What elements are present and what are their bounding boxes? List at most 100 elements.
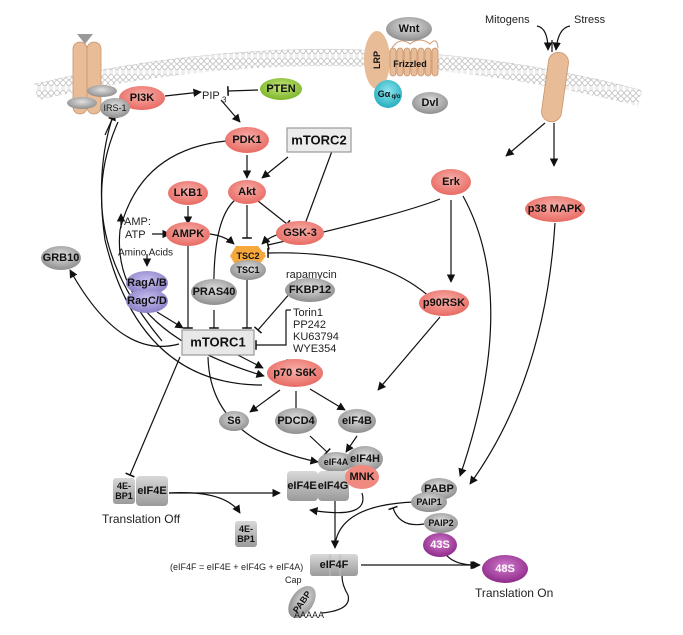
label-frizzled: Frizzled — [393, 59, 427, 69]
label-pi3k: PI3K — [130, 92, 155, 104]
svg-text:eIF4E: eIF4E — [287, 480, 316, 492]
svg-text:TSC2: TSC2 — [236, 251, 259, 261]
label-eif4f-formula: (eIF4F = eIF4E + eIF4G + eIF4A) — [170, 562, 303, 572]
pathway-edges — [69, 25, 571, 614]
svg-text:TSC1: TSC1 — [236, 265, 259, 275]
svg-text:ATP: ATP — [125, 229, 146, 241]
svg-text:S6: S6 — [227, 415, 240, 427]
label-rapamycin: rapamycin — [286, 269, 337, 281]
wnt-frizzled-complex: LRP Frizzled — [364, 31, 439, 89]
node-pabp-mrna[interactable]: PABP — [283, 581, 322, 623]
stress-receptor: Mitogens Stress — [485, 14, 606, 123]
node-eif4g[interactable]: eIF4G — [318, 471, 349, 501]
node-paip2[interactable]: PAIP2 — [424, 513, 458, 533]
node-dvl[interactable]: Dvl — [412, 92, 448, 114]
node-4ebp1-bound[interactable]: 4E- BP1 — [113, 478, 135, 504]
svg-text:PDK1: PDK1 — [232, 134, 261, 146]
node-eif4h[interactable]: eIF4H — [347, 446, 383, 472]
node-p38-mapk[interactable]: p38 MAPK — [525, 196, 585, 222]
node-eif4e-bound[interactable]: eIF4E — [136, 476, 168, 506]
node-akt[interactable]: Akt — [228, 180, 266, 204]
node-gsk3[interactable]: GSK-3 — [276, 221, 324, 245]
svg-text:PDCD4: PDCD4 — [277, 415, 315, 427]
node-pi3k[interactable]: PI3K — [119, 86, 165, 110]
svg-text:p90RSK: p90RSK — [423, 297, 465, 309]
node-mtorc1[interactable]: mTORC1 — [181, 329, 255, 356]
inhibitor-ku63794: KU63794 — [293, 331, 339, 343]
inhibitor-pp242: PP242 — [293, 319, 326, 331]
ligand-triangle-icon — [77, 34, 93, 44]
node-4ebp1-free[interactable]: 4E- BP1 — [235, 521, 257, 547]
svg-text:eIF4B: eIF4B — [342, 415, 372, 427]
svg-text:p38 MAPK: p38 MAPK — [528, 203, 582, 215]
svg-text:Akt: Akt — [238, 186, 256, 198]
svg-text:eIF4E: eIF4E — [137, 485, 166, 497]
label-mitogens: Mitogens — [485, 14, 530, 26]
svg-text:eIF4F: eIF4F — [320, 559, 349, 571]
svg-text:eIF4G: eIF4G — [318, 480, 349, 492]
node-eif4a[interactable]: eIF4A — [318, 452, 354, 472]
label-amino-acids: Amino Acids — [118, 248, 173, 259]
svg-text:p70 S6K: p70 S6K — [273, 367, 316, 379]
node-irs1[interactable]: IRS-1 — [100, 98, 130, 118]
node-tsc2[interactable]: TSC2 — [230, 246, 266, 266]
svg-text:Dvl: Dvl — [421, 97, 438, 109]
svg-text:Wnt: Wnt — [399, 23, 420, 35]
svg-text:43S: 43S — [430, 539, 450, 551]
svg-text:Gα: Gα — [378, 89, 391, 99]
label-cap: Cap — [285, 575, 302, 585]
svg-text:BP1: BP1 — [237, 534, 255, 544]
node-pdk1[interactable]: PDK1 — [225, 127, 269, 153]
label-lrp: LRP — [372, 51, 382, 69]
node-mnk[interactable]: MNK — [345, 465, 379, 489]
node-p70s6k[interactable]: p70 S6K — [267, 359, 323, 387]
node-pip3: PIP 3 — [202, 90, 227, 105]
svg-text:MNK: MNK — [349, 471, 374, 483]
svg-text:AMP:: AMP: — [124, 216, 151, 228]
svg-text:4E-: 4E- — [239, 524, 253, 534]
node-eif4e[interactable]: eIF4E — [287, 471, 318, 501]
node-paip1[interactable]: PAIP1 — [411, 492, 447, 512]
svg-text:Erk: Erk — [442, 176, 461, 188]
node-wnt[interactable]: Wnt — [386, 17, 432, 41]
label-ragc-d: RagC/D — [127, 295, 167, 307]
label-translation-off: Translation Off — [102, 512, 181, 526]
receptor-tyrosine-kinase — [67, 34, 117, 115]
inhibitor-wye354: WYE354 — [293, 343, 336, 355]
svg-text:3: 3 — [222, 96, 227, 105]
svg-text:PABP: PABP — [424, 483, 454, 495]
svg-text:48S: 48S — [495, 563, 515, 575]
label-stress: Stress — [574, 14, 606, 26]
svg-text:FKBP12: FKBP12 — [289, 284, 331, 296]
node-eif4f[interactable]: eIF4F — [310, 554, 358, 576]
node-rag-complex[interactable]: RagA/B RagC/D — [126, 271, 168, 313]
node-grb10[interactable]: GRB10 — [41, 246, 81, 270]
node-galpha[interactable]: Gα q/o — [374, 80, 402, 108]
node-pten[interactable]: PTEN — [260, 78, 302, 100]
node-p90rsk[interactable]: p90RSK — [419, 290, 469, 316]
node-lkb1[interactable]: LKB1 — [168, 181, 208, 205]
node-pras40[interactable]: PRAS40 — [191, 279, 237, 305]
svg-text:BP1: BP1 — [115, 491, 133, 501]
node-fkbp12[interactable]: FKBP12 — [285, 278, 335, 302]
node-tsc1[interactable]: TSC1 — [230, 260, 266, 280]
svg-text:mTORC1: mTORC1 — [190, 335, 245, 350]
label-poly-a-tail: AAAAA — [294, 610, 324, 620]
node-eif4b[interactable]: eIF4B — [338, 409, 376, 433]
node-pdcd4[interactable]: PDCD4 — [275, 408, 317, 434]
svg-text:q/o: q/o — [392, 94, 401, 100]
inhibitor-torin1: Torin1 — [293, 307, 323, 319]
node-43s[interactable]: 43S — [423, 533, 457, 557]
node-mtorc2[interactable]: mTORC2 — [286, 127, 352, 153]
label-irs1: IRS-1 — [103, 103, 126, 113]
svg-text:PTEN: PTEN — [266, 83, 295, 95]
node-s6[interactable]: S6 — [219, 411, 249, 431]
label-translation-on: Translation On — [475, 586, 553, 600]
node-erk[interactable]: Erk — [431, 169, 471, 195]
svg-text:4E-: 4E- — [117, 481, 131, 491]
node-48s[interactable]: 48S — [482, 555, 528, 583]
svg-text:PAIP1: PAIP1 — [416, 497, 441, 507]
node-ampk[interactable]: AMPK — [166, 222, 210, 246]
svg-text:LKB1: LKB1 — [174, 187, 203, 199]
